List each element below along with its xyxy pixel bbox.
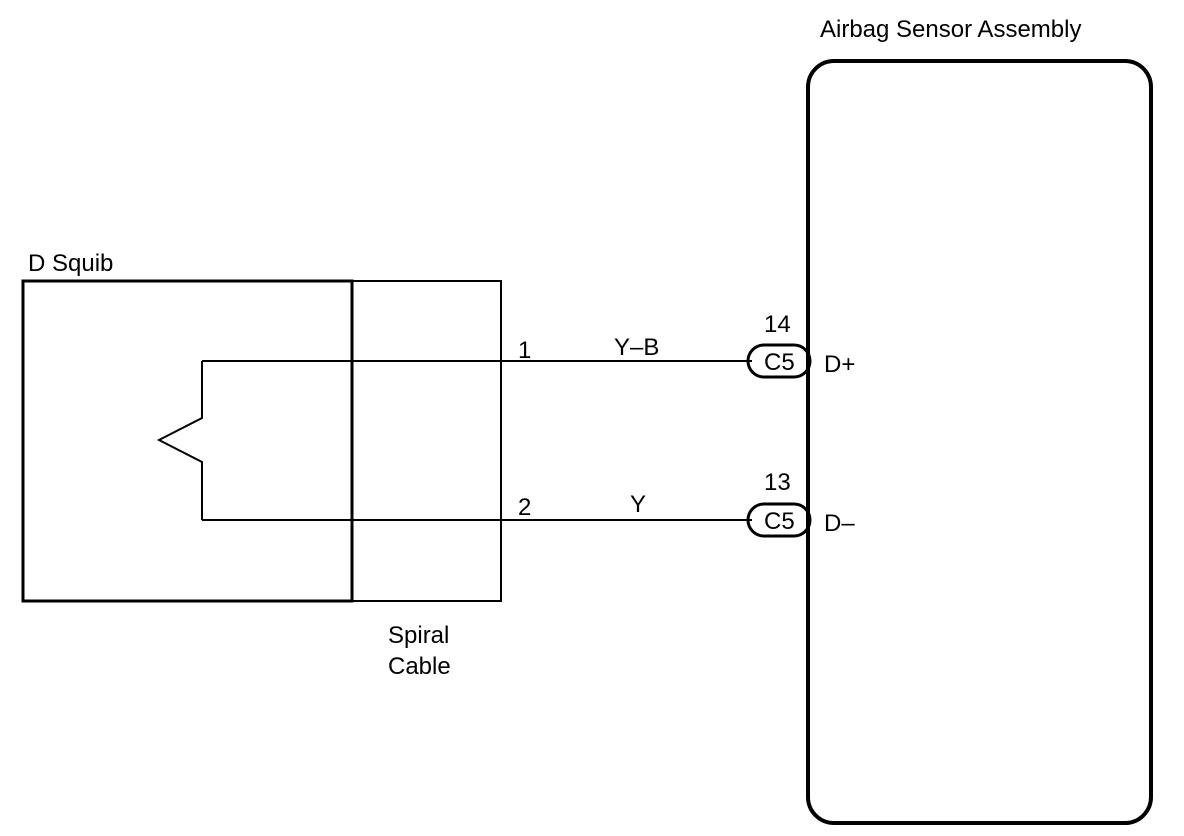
wire-1-terminal-number: 14 — [764, 311, 791, 338]
wire-1-pin: 1 — [518, 337, 531, 364]
d-squib-label: D Squib — [28, 250, 113, 277]
wire-2-color: Y — [630, 491, 646, 518]
wire-1-color: Y–B — [614, 334, 659, 361]
wire-1-terminal-name: D+ — [824, 351, 855, 378]
wire-1-connector — [746, 343, 812, 379]
spiral-cable-label-line1: Spiral — [388, 622, 449, 649]
spiral-cable-box — [351, 280, 502, 602]
d-squib-box — [21, 279, 354, 603]
wire-2-connector — [746, 502, 812, 538]
wire-2-pin: 2 — [518, 494, 531, 521]
wire-2-connector-label: C5 — [764, 508, 795, 535]
airbag-sensor-assembly-label: Airbag Sensor Assembly — [820, 16, 1081, 43]
wire-2-terminal-name: D– — [824, 510, 855, 537]
spiral-cable-label-line2: Cable — [388, 653, 451, 680]
wire-1-connector-label: C5 — [764, 349, 795, 376]
squib-igniter-symbol — [156, 361, 203, 520]
airbag-sensor-assembly-box — [806, 59, 1153, 825]
wire-2-terminal-number: 13 — [764, 469, 791, 496]
